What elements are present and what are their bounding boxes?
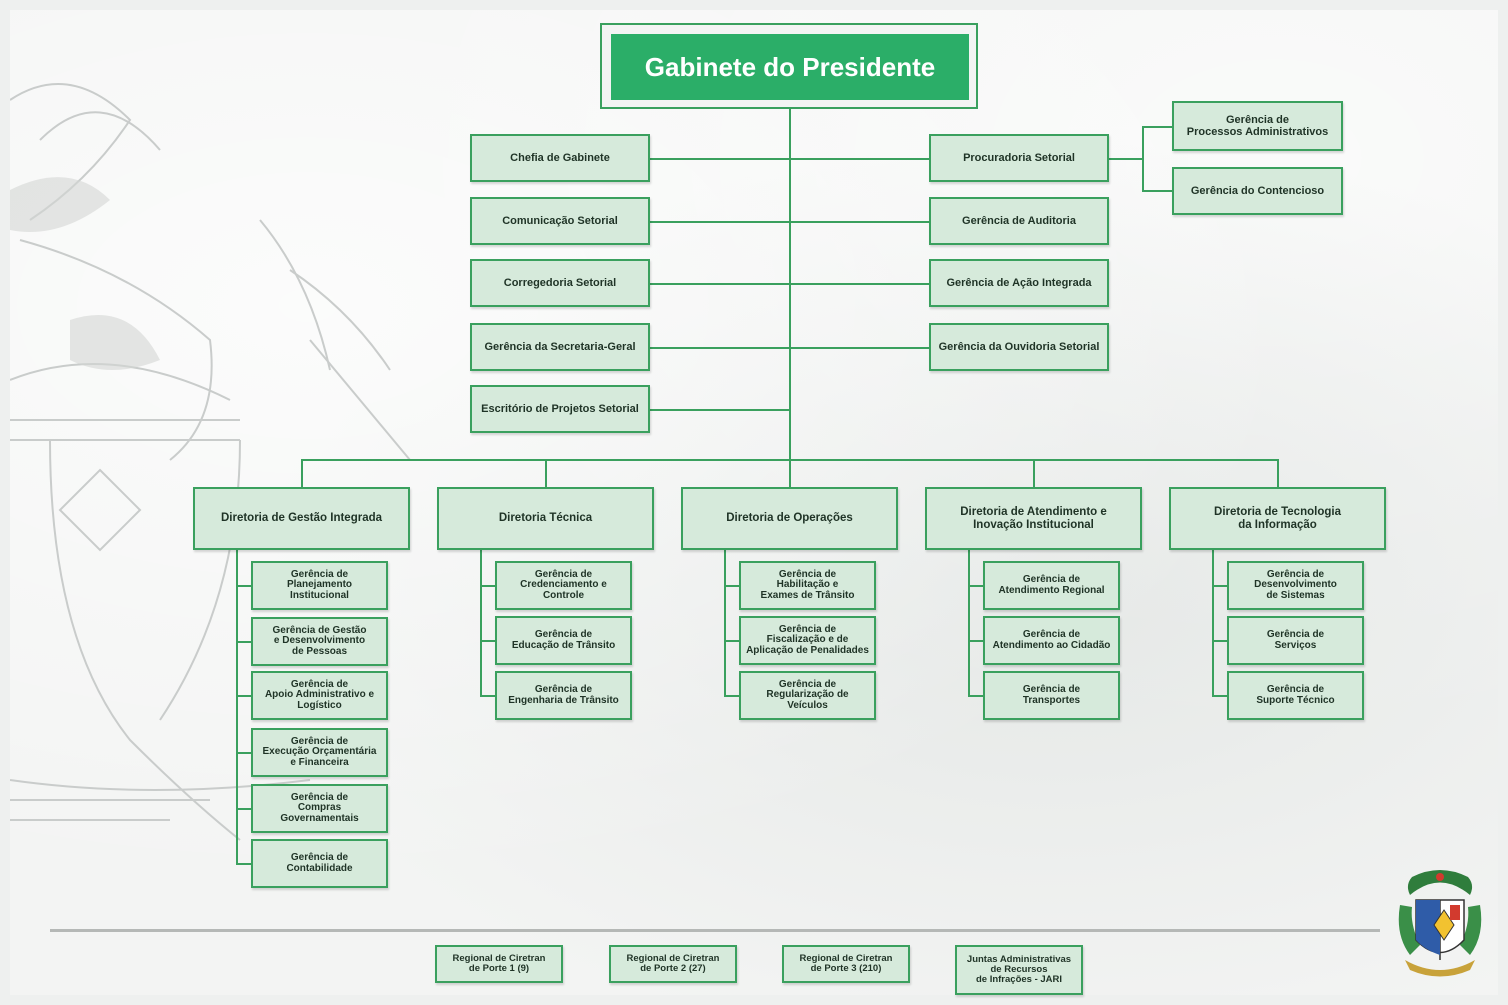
- unit-fiscalizacao-penalidades: Gerência de Fiscalização e de Aplicação …: [739, 616, 876, 665]
- unit-apoio-administrativo: Gerência de Apoio Administrativo e Logís…: [251, 671, 388, 720]
- directorate-gestao-integrada: Diretoria de Gestão Integrada: [193, 487, 410, 550]
- unit-execucao-orcamentaria: Gerência de Execução Orçamentária e Fina…: [251, 728, 388, 777]
- regional-ciretran-porte-3: Regional de Ciretran de Porte 3 (210): [782, 945, 910, 983]
- unit-gerencia-auditoria: Gerência de Auditoria: [929, 197, 1109, 245]
- unit-processos-administrativos: Gerência de Processos Administrativos: [1172, 101, 1343, 151]
- unit-procuradoria-setorial: Procuradoria Setorial: [929, 134, 1109, 182]
- unit-educacao-transito: Gerência de Educação de Trânsito: [495, 616, 632, 665]
- directorate-tecnica: Diretoria Técnica: [437, 487, 654, 550]
- unit-compras-governamentais: Gerência de Compras Governamentais: [251, 784, 388, 833]
- directorate-tecnologia-informacao: Diretoria de Tecnologia da Informação: [1169, 487, 1386, 550]
- unit-planejamento-institucional: Gerência de Planejamento Institucional: [251, 561, 388, 610]
- unit-gerencia-acao-integrada: Gerência de Ação Integrada: [929, 259, 1109, 307]
- unit-atendimento-regional: Gerência de Atendimento Regional: [983, 561, 1120, 610]
- regional-ciretran-porte-1: Regional de Ciretran de Porte 1 (9): [435, 945, 563, 983]
- unit-engenharia-transito: Gerência de Engenharia de Trânsito: [495, 671, 632, 720]
- unit-comunicacao-setorial: Comunicação Setorial: [470, 197, 650, 245]
- unit-regularizacao-veiculos: Gerência de Regularização de Veículos: [739, 671, 876, 720]
- unit-contencioso: Gerência do Contencioso: [1172, 167, 1343, 215]
- unit-credenciamento-controle: Gerência de Credenciamento e Controle: [495, 561, 632, 610]
- bottom-divider: [50, 929, 1380, 932]
- juntas-administrativas-jari: Juntas Administrativas de Recursos de In…: [955, 945, 1083, 995]
- decorative-plant-illustration: [10, 83, 411, 841]
- unit-suporte-tecnico: Gerência de Suporte Técnico: [1227, 671, 1364, 720]
- unit-gestao-pessoas: Gerência de Gestão e Desenvolvimento de …: [251, 617, 388, 666]
- unit-escritorio-projetos: Escritório de Projetos Setorial: [470, 385, 650, 433]
- unit-chefia-gabinete: Chefia de Gabinete: [470, 134, 650, 182]
- unit-habilitacao-exames: Gerência de Habilitação e Exames de Trân…: [739, 561, 876, 610]
- unit-gerencia-ouvidoria: Gerência da Ouvidoria Setorial: [929, 323, 1109, 371]
- directorate-atendimento-inovacao: Diretoria de Atendimento e Inovação Inst…: [925, 487, 1142, 550]
- president-office-box: Gabinete do Presidente: [611, 34, 969, 100]
- unit-corregedoria-setorial: Corregedoria Setorial: [470, 259, 650, 307]
- unit-servicos: Gerência de Serviços: [1227, 616, 1364, 665]
- unit-atendimento-cidadao: Gerência de Atendimento ao Cidadão: [983, 616, 1120, 665]
- unit-secretaria-geral: Gerência da Secretaria-Geral: [470, 323, 650, 371]
- state-coat-of-arms-icon: [1398, 870, 1482, 977]
- regional-ciretran-porte-2: Regional de Ciretran de Porte 2 (27): [609, 945, 737, 983]
- unit-contabilidade: Gerência de Contabilidade: [251, 839, 388, 888]
- directorate-operacoes: Diretoria de Operações: [681, 487, 898, 550]
- unit-transportes: Gerência de Transportes: [983, 671, 1120, 720]
- unit-desenvolvimento-sistemas: Gerência de Desenvolvimento de Sistemas: [1227, 561, 1364, 610]
